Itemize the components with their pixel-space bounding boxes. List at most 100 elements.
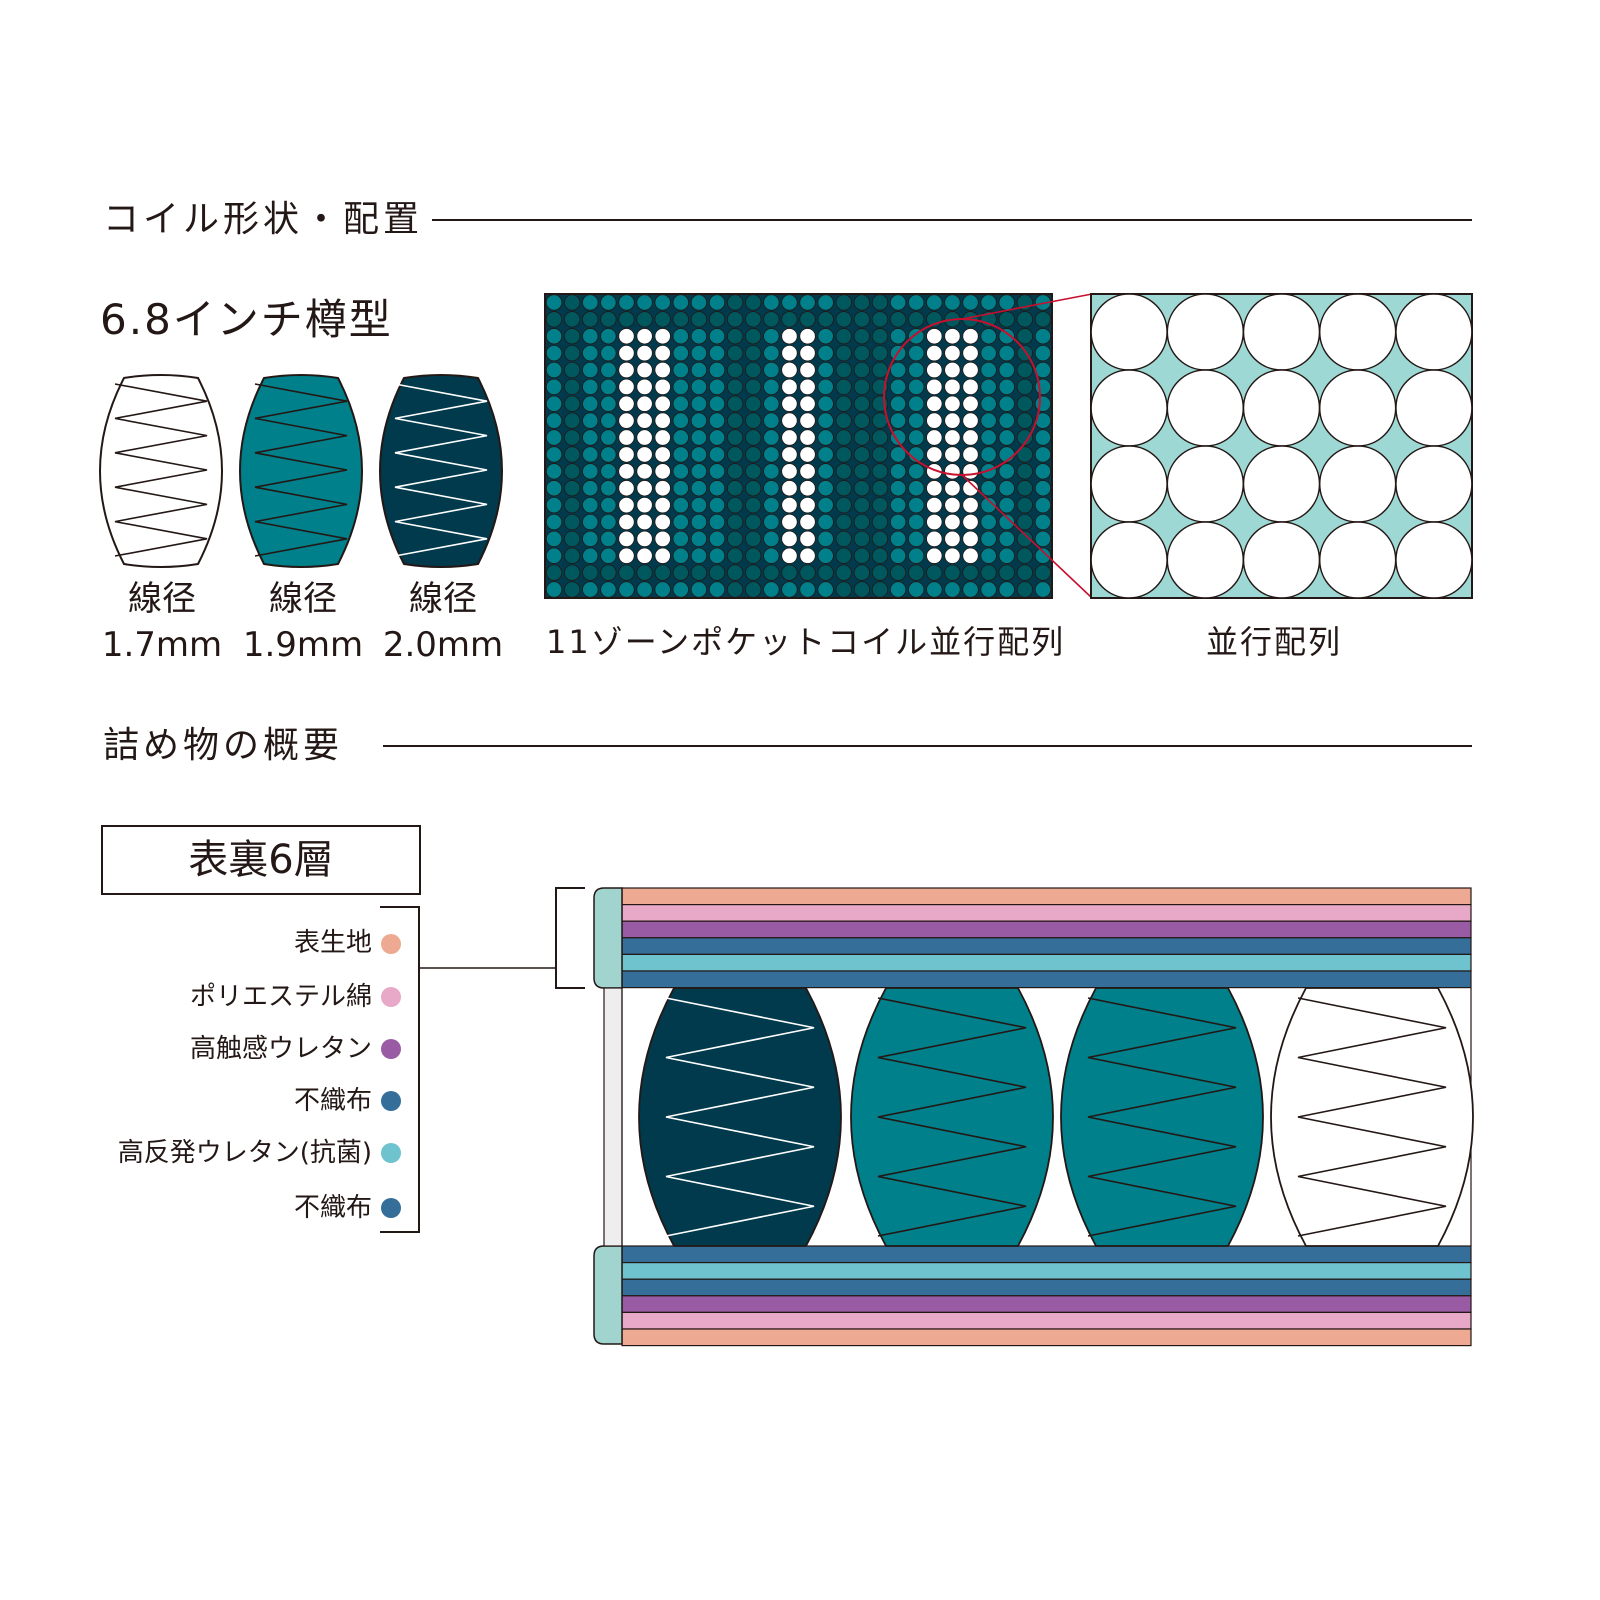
grid-coil xyxy=(636,530,653,548)
grid-coil xyxy=(545,564,563,581)
grid-coil xyxy=(600,361,617,379)
grid-coil xyxy=(980,328,997,345)
grid-coil xyxy=(763,496,780,514)
grid-coil xyxy=(926,378,943,396)
grid-coil xyxy=(817,547,834,564)
grid-coil xyxy=(944,429,961,446)
top-layer-band xyxy=(621,937,1472,955)
section-title-coil: コイル形状・配置 xyxy=(103,199,424,240)
grid-coil xyxy=(1016,311,1034,328)
grid-coil xyxy=(817,429,834,446)
grid-coil xyxy=(654,311,671,328)
grid-coil xyxy=(745,361,762,379)
legend-bracket xyxy=(380,906,420,1233)
grid-coil xyxy=(726,429,744,446)
bottom-layer-band xyxy=(621,1278,1472,1297)
grid-coil xyxy=(962,513,979,531)
grid-coil xyxy=(962,344,979,362)
grid-coil xyxy=(944,530,961,548)
grid-coil xyxy=(654,463,671,480)
grid-coil xyxy=(563,395,581,412)
grid-coil xyxy=(980,378,997,396)
coil-value-3: 2.0mm xyxy=(382,625,504,665)
grid-coil xyxy=(672,429,689,446)
grid-coil xyxy=(889,530,907,548)
grid-coil xyxy=(817,328,834,345)
grid-coil xyxy=(944,395,961,412)
grid-coil xyxy=(908,581,925,598)
grid-coil xyxy=(871,480,889,497)
grid-coil xyxy=(1016,429,1034,446)
grid-coil xyxy=(600,311,617,328)
grid-coil xyxy=(763,547,780,564)
grid-coil xyxy=(871,328,889,345)
grid-coil xyxy=(654,530,671,548)
grid-coil xyxy=(618,344,635,362)
top-layer-band xyxy=(621,953,1472,972)
grid-coil xyxy=(654,294,671,311)
grid-coil xyxy=(817,344,834,362)
grid-coil xyxy=(1034,328,1052,345)
grid-coil xyxy=(600,328,617,345)
grid-coil xyxy=(582,344,599,362)
legend-item-1: 表生地 xyxy=(293,928,372,958)
grid-coil xyxy=(636,463,653,480)
grid-coil xyxy=(998,547,1015,564)
grid-coil xyxy=(763,361,780,379)
grid-coil xyxy=(708,311,726,328)
grid-coil xyxy=(980,547,997,564)
grid-coil xyxy=(726,463,744,480)
grid-coil xyxy=(763,344,780,362)
grid-coil xyxy=(708,463,726,480)
grid-coil xyxy=(745,328,762,345)
grid-coil xyxy=(636,344,653,362)
grid-coil xyxy=(998,361,1015,379)
legend-item-3: 高触感ウレタン xyxy=(189,1034,372,1064)
grid-coil xyxy=(799,547,816,564)
grid-coil xyxy=(545,530,563,548)
grid-coil xyxy=(980,429,997,446)
grid-coil xyxy=(563,446,581,463)
grid-coil xyxy=(654,564,671,581)
grid-coil xyxy=(672,395,689,412)
grid-coil xyxy=(672,496,689,514)
grid-coil xyxy=(871,513,889,531)
top-layer-band xyxy=(621,887,1472,906)
grid-coil xyxy=(817,480,834,497)
grid-coil xyxy=(672,378,689,396)
grid-coil xyxy=(672,547,689,564)
grid-coil xyxy=(853,496,871,514)
grid-coil xyxy=(636,480,653,497)
grid-coil xyxy=(618,581,635,598)
grid-coil xyxy=(889,564,907,581)
grid-coil xyxy=(817,361,834,379)
grid-coil xyxy=(563,294,581,311)
grid-coil xyxy=(618,530,635,548)
grid-coil xyxy=(908,429,925,446)
layers-title-box: 表裏6層 xyxy=(101,825,421,895)
grid-coil xyxy=(853,547,871,564)
grid-coil xyxy=(835,294,852,311)
grid-coil xyxy=(871,547,889,564)
grid-coil xyxy=(654,547,671,564)
grid-coil xyxy=(726,581,744,598)
grid-coil xyxy=(763,480,780,497)
grid-coil xyxy=(980,530,997,548)
grid-coil xyxy=(745,395,762,412)
grid-coil xyxy=(708,446,726,463)
grid-coil xyxy=(636,361,653,379)
grid-coil xyxy=(636,294,653,311)
grid-coil xyxy=(980,513,997,531)
grid-coil xyxy=(582,496,599,514)
bottom-layer-band xyxy=(621,1261,1472,1280)
grid-coil xyxy=(889,361,907,379)
grid-coil xyxy=(908,294,925,311)
grid-coil xyxy=(871,361,889,379)
grid-coil xyxy=(889,513,907,531)
grid-coil xyxy=(690,480,708,497)
grid-coil xyxy=(799,463,816,480)
grid-coil xyxy=(563,581,581,598)
grid-coil xyxy=(998,429,1015,446)
grid-coil xyxy=(781,429,798,446)
grid-coil xyxy=(636,581,653,598)
